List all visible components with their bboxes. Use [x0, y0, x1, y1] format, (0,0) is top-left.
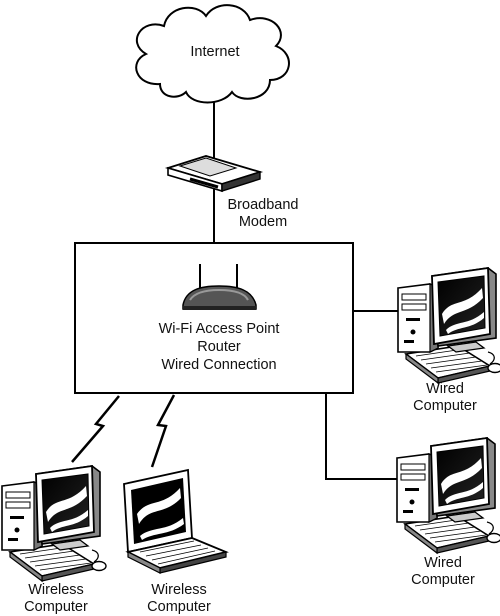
modem-icon	[164, 155, 264, 193]
wired-computer-bottom-label-line2: Computer	[411, 572, 475, 588]
internet-cloud	[135, 4, 290, 104]
cloud-icon	[135, 4, 290, 104]
router-label-line1: Wi-Fi Access Point	[158, 321, 280, 337]
modem-label-line1: Broadband	[227, 197, 299, 213]
router-box-frame	[74, 242, 354, 394]
wireless-computer-left-label-line2: Computer	[24, 599, 88, 615]
desktop-computer-icon	[397, 267, 500, 384]
wired-computer-bottom	[396, 437, 500, 554]
router-icon	[182, 264, 257, 310]
modem-label-line2: Modem	[238, 214, 288, 230]
laptop-icon	[123, 468, 229, 574]
modem-device	[164, 155, 264, 193]
wireless-computer-left	[1, 465, 107, 582]
wireless-computer-right	[123, 468, 229, 574]
router-label-line3: Wired Connection	[161, 357, 277, 373]
link-router-wired-bottom	[325, 393, 397, 480]
wireless-link-right	[150, 394, 176, 468]
router-label-line2: Router	[197, 339, 241, 355]
connections	[71, 101, 398, 480]
wired-computer-top-label-line2: Computer	[413, 398, 477, 414]
router-box	[74, 242, 354, 394]
wireless-link-left	[71, 395, 120, 463]
wired-computer-bottom-label-line1: Wired	[424, 555, 462, 571]
wireless-computer-right-label-line1: Wireless	[151, 582, 207, 598]
desktop-computer-icon	[396, 437, 500, 554]
internet-label: Internet	[190, 44, 240, 60]
desktop-computer-icon	[1, 465, 107, 582]
wireless-computer-left-label-line1: Wireless	[28, 582, 84, 598]
wired-computer-top	[397, 267, 500, 384]
wired-computer-top-label-line1: Wired	[426, 381, 464, 397]
wireless-computer-right-label-line2: Computer	[147, 599, 211, 615]
